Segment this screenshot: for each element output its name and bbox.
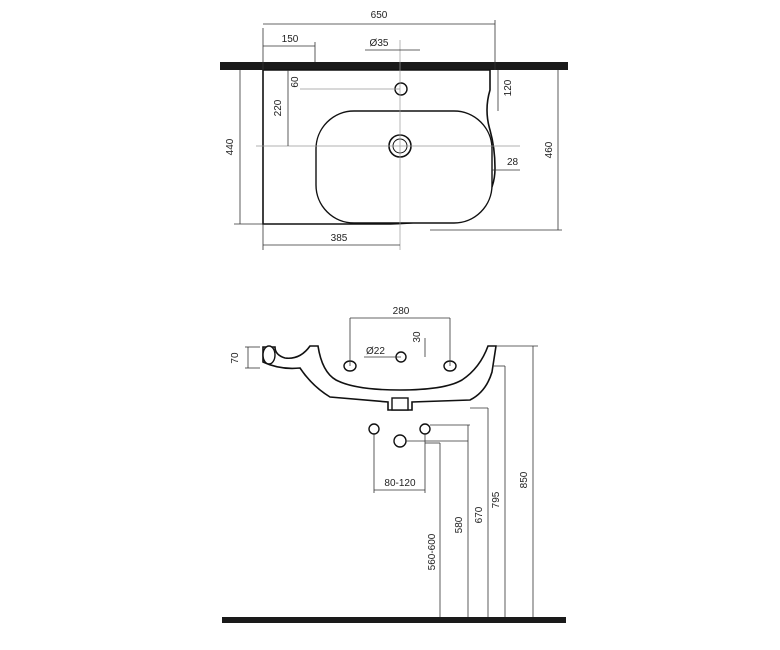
drain-spigot [391, 397, 409, 411]
dim-80-120: 80-120 [384, 478, 416, 489]
dim-150: 150 [282, 34, 299, 45]
basin-bowl [315, 110, 493, 224]
dim-overflow-dia: Ø22 [366, 346, 385, 357]
waste-outlet [393, 434, 407, 448]
front-view: 280 30 Ø22 70 80-120 560-600 580 670 795… [222, 306, 566, 623]
supply-left [368, 423, 380, 435]
dim-tap-dia: Ø35 [370, 38, 389, 49]
wall-line [220, 62, 568, 70]
dim-280: 280 [393, 306, 410, 317]
dim-220: 220 [273, 99, 284, 116]
dim-28: 28 [507, 157, 519, 168]
top-view: 650 150 Ø35 60 220 120 440 460 28 385 [220, 10, 568, 250]
dim-60: 60 [290, 76, 301, 88]
dim-795: 795 [491, 491, 502, 508]
dim-460: 460 [544, 141, 555, 158]
dim-850: 850 [519, 471, 530, 488]
dim-650: 650 [371, 10, 388, 21]
floor-line [222, 617, 566, 623]
basin-profile [262, 345, 497, 411]
dim-670: 670 [474, 506, 485, 523]
dim-385: 385 [331, 233, 348, 244]
dim-70: 70 [230, 352, 241, 364]
rim-end-left [262, 345, 276, 365]
dim-560-600: 560-600 [427, 533, 438, 570]
dim-30: 30 [412, 331, 423, 343]
dim-120: 120 [503, 79, 514, 96]
dim-440: 440 [225, 138, 236, 155]
dim-580: 580 [454, 516, 465, 533]
supply-right [419, 423, 431, 435]
